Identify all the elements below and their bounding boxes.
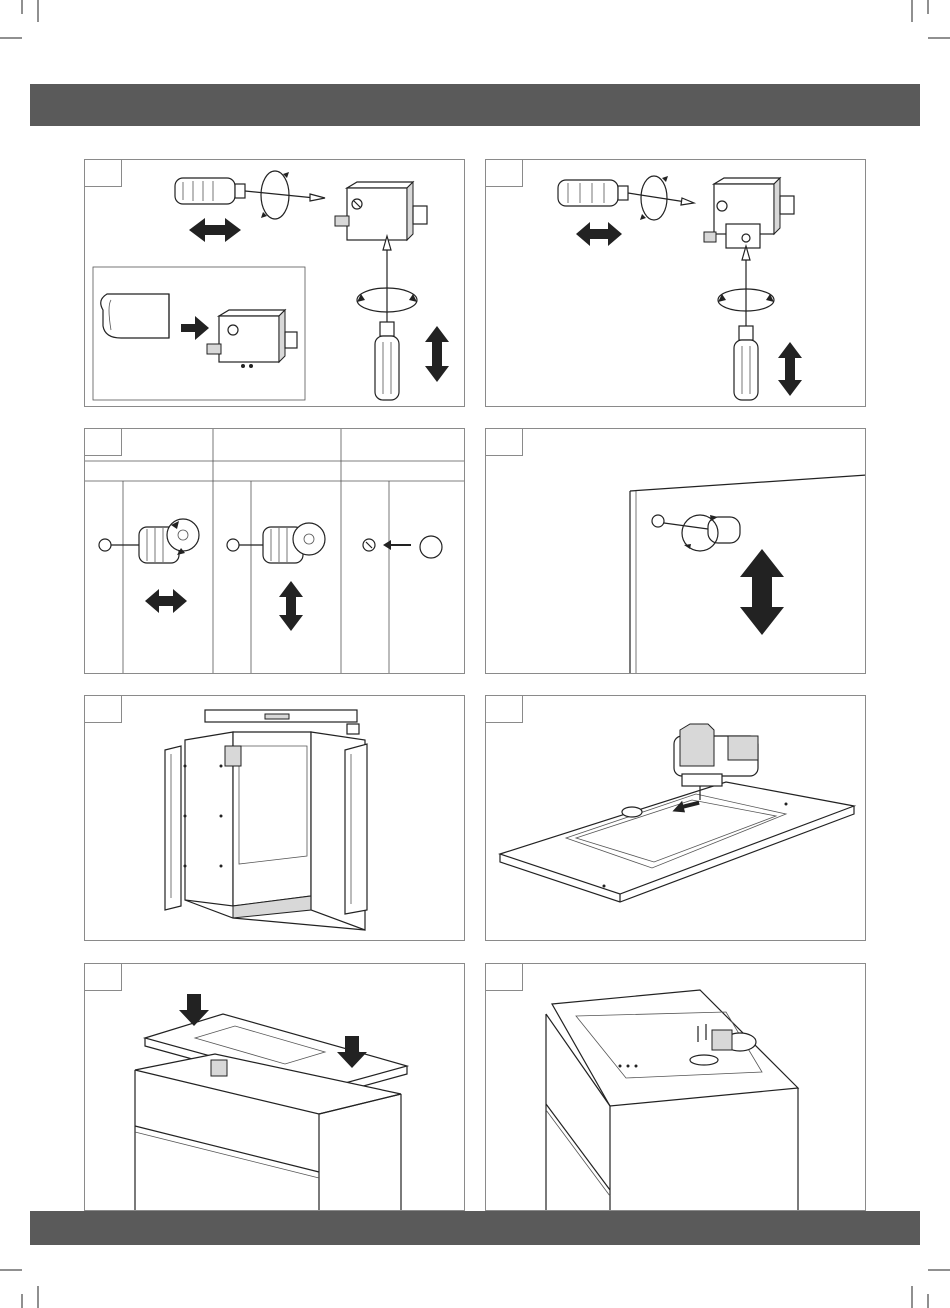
arrow-icon [383,540,411,550]
cabinet-icon [185,732,365,930]
step-number-box [485,159,523,187]
panel-step-3 [84,428,465,674]
double-arrow-horizontal-icon [145,589,187,613]
step-number-box [84,428,122,456]
double-arrow-vertical-icon [279,581,303,631]
panel-step-2 [485,159,866,407]
double-arrow-horizontal-icon [189,218,241,242]
header-bar [30,84,920,126]
wall-bolt-icon [99,519,199,563]
screwdriver-icon [175,178,325,204]
hinge-plate-icon [335,182,427,240]
worktop-icon [500,782,854,902]
panel-step-4 [485,428,866,674]
double-arrow-horizontal-icon [576,222,622,246]
double-arrow-vertical-icon [425,326,449,382]
step-number-box [84,159,122,187]
panel-step-7 [84,963,465,1211]
screwdriver-icon [558,180,694,206]
hinge-plate-icon [207,310,297,368]
arrow-icon [181,316,209,340]
wall-bolt-icon [363,539,375,551]
wall-bolt-icon [652,515,740,551]
panel-step-1 [84,159,465,407]
footer-bar [30,1211,920,1245]
wall-bolt-icon [227,523,325,563]
panel-step-8 [485,963,866,1211]
panel-step-6 [485,695,866,941]
cap-icon [420,536,442,558]
step-number-box [84,963,122,991]
screwdriver-icon [375,236,399,400]
step-number-box [485,963,523,991]
panel-step-5 [84,695,465,941]
step-number-box [485,428,523,456]
step-number-box [84,695,122,723]
step-number-box [485,695,523,723]
sink-icon [552,990,798,1106]
hinge-plate-icon [704,178,794,248]
double-arrow-vertical-icon [740,549,784,635]
double-arrow-vertical-icon [778,342,802,396]
level-icon [205,710,359,734]
cover-cap-icon [101,294,169,338]
screwdriver-icon [734,246,758,400]
